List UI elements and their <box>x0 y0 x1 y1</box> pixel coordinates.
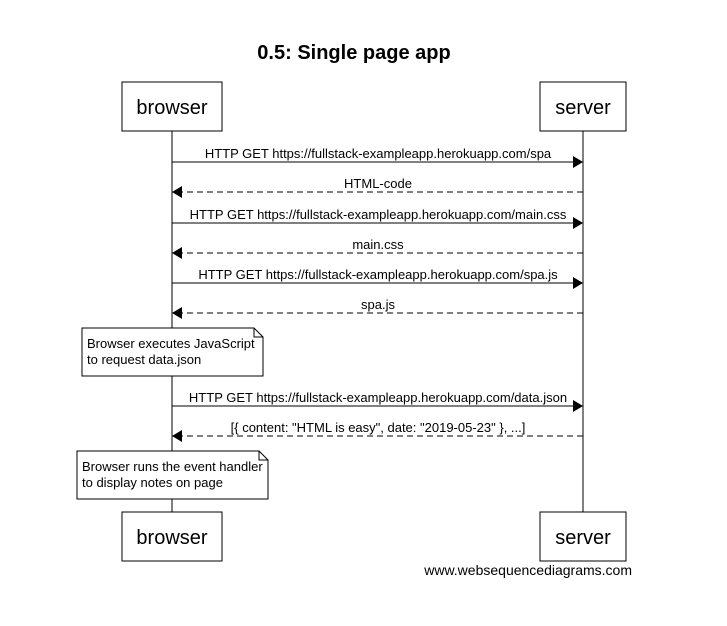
message-label: HTTP GET https://fullstack-exampleapp.he… <box>205 146 552 161</box>
actor-server-top: server <box>539 81 627 132</box>
message-label: main.css <box>352 237 404 252</box>
note-box <box>81 327 264 377</box>
credit-watermark: www.websequencediagrams.com <box>423 562 632 578</box>
message-response-main-css: main.css <box>172 237 583 259</box>
message-request-data-json: HTTP GET https://fullstack-exampleapp.he… <box>172 390 583 412</box>
note-fold <box>258 451 268 461</box>
actor-server-label: server <box>555 97 611 119</box>
message-request-spa-js: HTTP GET https://fullstack-exampleapp.he… <box>172 267 583 289</box>
actor-server-label: server <box>555 527 611 549</box>
note-runs-event-handler: Browser runs the event handler to displa… <box>76 450 269 500</box>
message-label: HTTP GET https://fullstack-exampleapp.he… <box>198 267 558 282</box>
message-response-html: HTML-code <box>172 176 583 198</box>
note-fold <box>253 328 263 338</box>
message-label: HTML-code <box>344 176 412 191</box>
message-request-spa: HTTP GET https://fullstack-exampleapp.he… <box>172 146 583 168</box>
actor-server-bottom: server <box>539 511 627 562</box>
message-label: HTTP GET https://fullstack-exampleapp.he… <box>190 207 567 222</box>
diagram-title: 0.5: Single page app <box>257 42 450 64</box>
message-label: spa.js <box>361 297 395 312</box>
note-line: to display notes on page <box>82 475 223 490</box>
note-box <box>76 450 269 500</box>
note-executes-javascript: Browser executes JavaScript to request d… <box>81 327 264 377</box>
note-line: Browser executes JavaScript <box>87 336 255 351</box>
actor-browser-label: browser <box>136 97 207 119</box>
message-label: HTTP GET https://fullstack-exampleapp.he… <box>189 390 567 405</box>
actor-browser-top: browser <box>121 81 223 132</box>
message-response-data-json: [{ content: "HTML is easy", date: "2019-… <box>172 420 583 442</box>
message-response-spa-js: spa.js <box>172 297 583 319</box>
actor-browser-label: browser <box>136 527 207 549</box>
actor-browser-bottom: browser <box>121 511 223 562</box>
message-label: [{ content: "HTML is easy", date: "2019-… <box>231 420 526 435</box>
note-line: Browser runs the event handler <box>82 459 263 474</box>
message-request-main-css: HTTP GET https://fullstack-exampleapp.he… <box>172 207 583 229</box>
note-line: to request data.json <box>87 352 201 367</box>
